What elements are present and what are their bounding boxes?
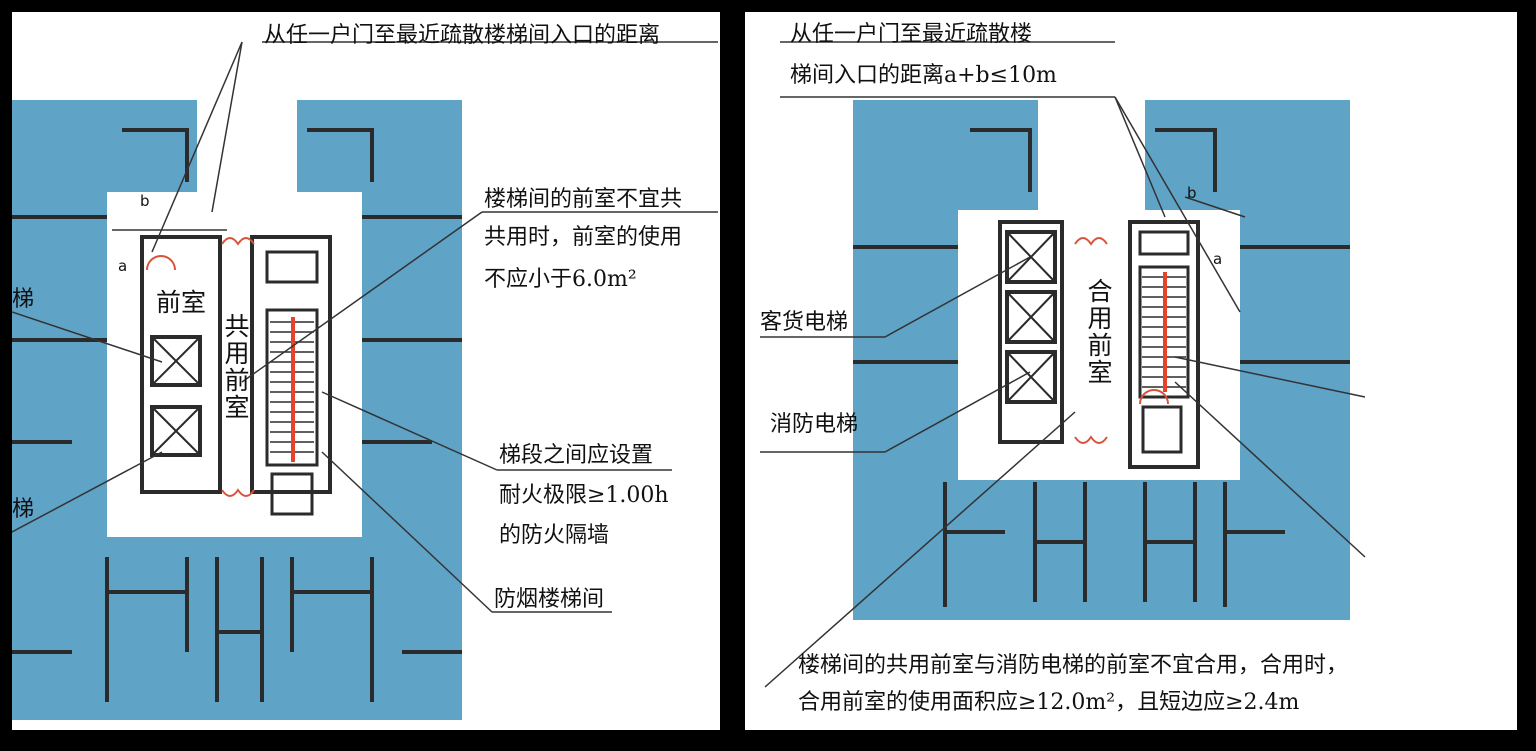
right-fire-elevator-label: 消防电梯	[770, 412, 859, 437]
right-walls	[853, 128, 1350, 607]
left-doors	[146, 237, 255, 497]
left-shared-front-room-note-2: 不应小于6.0m²	[484, 267, 637, 292]
left-core-area	[107, 192, 362, 537]
right-bottom-note-1: 楼梯间的共用前室与消防电梯的前室不宜合用，合用时，	[798, 653, 1349, 678]
left-shared-front-room-note-1: 共用时，前室的使用	[484, 225, 683, 250]
left-partition-note-2: 耐火极限≥1.00h	[499, 483, 669, 508]
right-floor-plan	[760, 41, 1366, 688]
left-partition-note-3: 的防火隔墙	[499, 523, 610, 548]
left-top-label: 从任一户门至最近疏散楼梯间入口的距离	[264, 23, 661, 48]
right-dim-a: a	[1213, 250, 1223, 268]
right-top-label-2: 梯间入口的距离a+b≤10m	[790, 63, 1057, 88]
left-stair-label: 防烟楼梯间	[494, 587, 605, 612]
right-dim-b: b	[1187, 184, 1197, 202]
left-walls	[12, 128, 462, 702]
left-front-room-label: 前室	[155, 288, 206, 317]
left-shared-front-room-label: 共用前室	[221, 313, 250, 421]
right-apartment-blocks	[853, 100, 1350, 620]
right-combined-front-room-label: 合用前室	[1084, 278, 1113, 386]
right-bottom-note-2: 合用前室的使用面积应≥12.0m²，且短边应≥2.4m	[798, 690, 1300, 715]
left-partition-note-1: 梯段之间应设置	[499, 443, 654, 468]
left-dim-b: b	[140, 192, 150, 210]
left-dim-a: a	[118, 257, 128, 275]
right-diagram-panel: 从任一户门至最近疏散楼 梯间入口的距离a+b≤10m 客货电梯 消防电梯 合用前…	[745, 12, 1517, 730]
right-top-label-1: 从任一户门至最近疏散楼	[790, 22, 1033, 47]
left-edge-label-2: 梯	[12, 497, 35, 522]
left-floor-plan	[12, 41, 718, 720]
right-doors	[1074, 237, 1169, 444]
left-shared-front-room-title: 楼梯间的前室不宜共	[484, 187, 683, 212]
right-leader-lines	[760, 41, 1366, 688]
left-edge-label-1: 梯	[12, 287, 35, 312]
right-passenger-elevator-label: 客货电梯	[760, 310, 849, 335]
left-diagram-panel: 从任一户门至最近疏散楼梯间入口的距离 楼梯间的前室不宜共 共用时，前室的使用 不…	[12, 12, 720, 730]
left-leader-lines	[12, 41, 718, 613]
left-apartment-blocks	[12, 100, 462, 720]
